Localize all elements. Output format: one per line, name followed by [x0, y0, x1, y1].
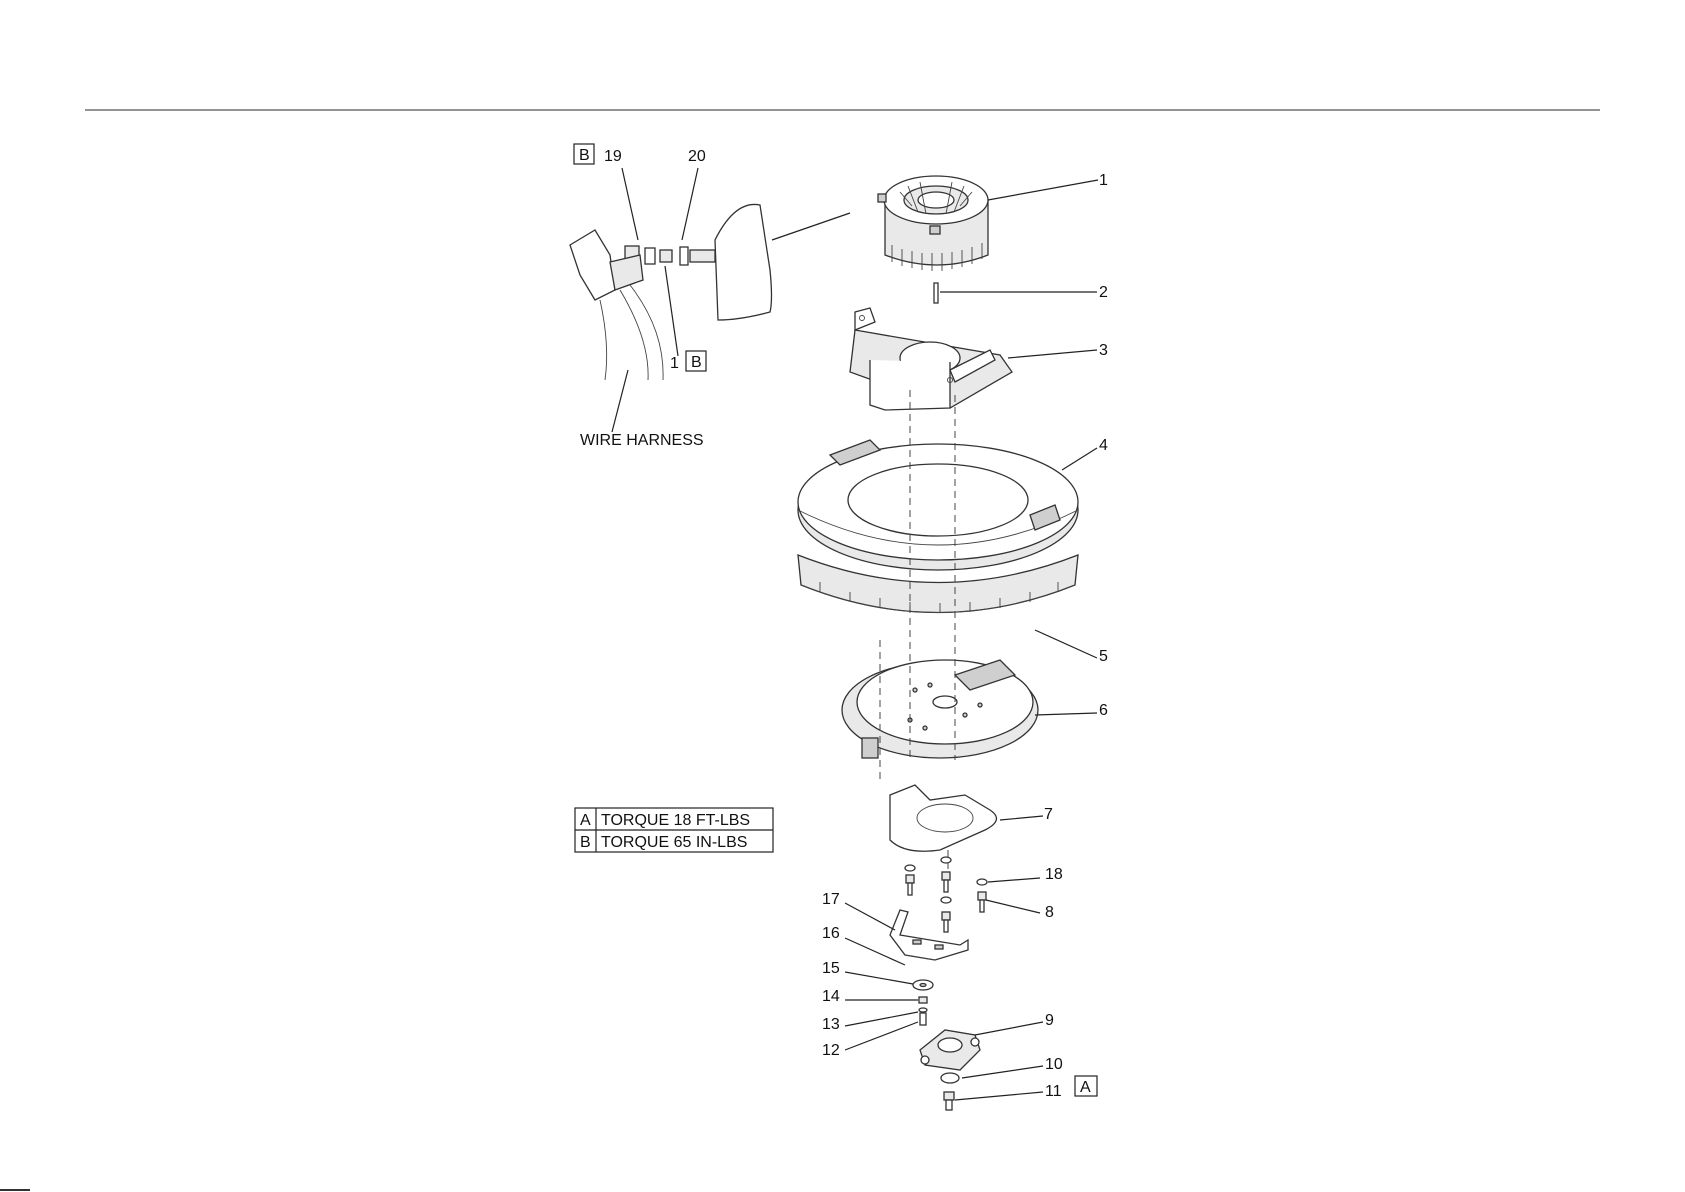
callout-1b: 1: [670, 355, 679, 372]
part-10-washer: [941, 1073, 959, 1083]
callout-16: 16: [822, 925, 840, 942]
callout-12: 12: [822, 1042, 840, 1059]
part-1-motor: [878, 176, 988, 271]
part-20-cover: [715, 204, 772, 320]
leader-lines: [612, 168, 1098, 1100]
callout-6: 6: [1099, 702, 1108, 719]
part-7-shield-plate: [890, 785, 996, 851]
callout-11: 11: [1045, 1083, 1062, 1100]
tag-b-mid: B: [686, 351, 706, 371]
part-17-bracket: [890, 910, 968, 960]
callouts: 1 2 3 4 5 6 7 18 8 9 10 11 17 16 15 14 1…: [604, 148, 1108, 1100]
torque-row-a-key: A: [580, 812, 591, 829]
tag-a-bottom: A: [1075, 1076, 1097, 1096]
callout-2: 2: [1099, 284, 1108, 301]
callout-20: 20: [688, 148, 706, 165]
svg-text:A: A: [1080, 1079, 1091, 1096]
callout-3: 3: [1099, 342, 1108, 359]
callout-10: 10: [1045, 1056, 1063, 1073]
parts-12-15-stack: [913, 980, 933, 1025]
wire-harness-label: WIRE HARNESS: [580, 432, 704, 449]
svg-text:B: B: [691, 354, 702, 371]
callout-5: 5: [1099, 648, 1108, 665]
callout-18: 18: [1045, 866, 1063, 883]
callout-13: 13: [822, 1016, 840, 1033]
callout-15: 15: [822, 960, 840, 977]
part-11-bolt: [944, 1092, 954, 1110]
callout-9: 9: [1045, 1012, 1054, 1029]
callout-17: 17: [822, 891, 840, 908]
part-9-hub: [920, 1030, 980, 1070]
torque-table: A TORQUE 18 FT-LBS B TORQUE 65 IN-LBS: [575, 808, 773, 852]
torque-row-a-text: TORQUE 18 FT-LBS: [601, 812, 750, 829]
part-2-key: [934, 283, 938, 303]
tag-b-top: B: [574, 144, 594, 164]
callout-7: 7: [1044, 806, 1053, 823]
svg-text:B: B: [579, 147, 590, 164]
callout-19: 19: [604, 148, 622, 165]
callout-14: 14: [822, 988, 840, 1005]
part-3-bracket: [850, 308, 1012, 410]
part-4-upper-ring: [798, 440, 1078, 570]
part-6-base-plate: [842, 660, 1038, 758]
callout-1: 1: [1099, 172, 1108, 189]
callout-8: 8: [1045, 904, 1054, 921]
torque-row-b-key: B: [580, 834, 591, 851]
callout-4: 4: [1099, 437, 1108, 454]
torque-row-b-text: TORQUE 65 IN-LBS: [601, 834, 747, 851]
